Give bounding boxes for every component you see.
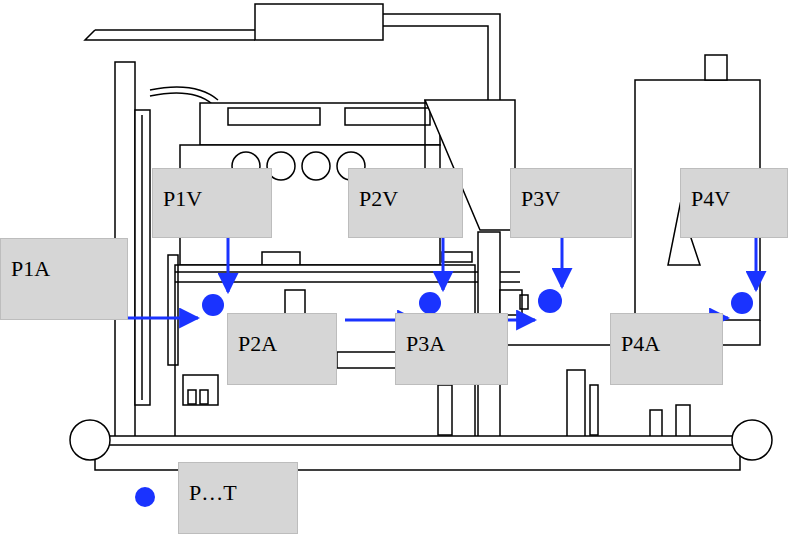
illustration-part [650, 410, 662, 437]
part-label: P4A [621, 332, 712, 356]
illustration-part [95, 30, 255, 40]
part-label: P2V [359, 187, 452, 211]
label-box: P2V [348, 168, 463, 238]
illustration-part [590, 385, 598, 435]
illustration-part [442, 252, 472, 262]
illustration-part [200, 103, 440, 145]
label-box: P4V [680, 168, 788, 238]
illustration-part [90, 436, 755, 445]
part-label: P3V [521, 187, 621, 211]
illustration-part [70, 420, 110, 460]
label-box: P4A [610, 313, 723, 385]
illustration-part [731, 292, 753, 314]
illustration-part [135, 110, 150, 405]
illustration-part [438, 385, 452, 435]
illustration-part [538, 289, 562, 313]
illustration-part [168, 255, 178, 365]
illustration-part [520, 295, 528, 309]
illustration-part [228, 108, 320, 125]
machine-outline [70, 4, 772, 470]
illustration-part [732, 420, 772, 460]
illustration-part [183, 375, 218, 405]
illustration-part [200, 390, 208, 404]
illustration-part [345, 108, 430, 125]
illustration-part [705, 55, 727, 80]
part-label: P…T [189, 481, 287, 505]
illustration-part [188, 390, 196, 404]
illustration-part [141, 115, 143, 400]
illustration-part [255, 4, 383, 40]
illustration-part [135, 487, 155, 507]
illustration-part [302, 152, 330, 180]
illustration-part [85, 30, 100, 40]
illustration-part [500, 290, 522, 315]
illustration-part [567, 370, 585, 437]
label-box: P1A [0, 238, 128, 320]
illustration-part [337, 352, 397, 368]
illustration-part [128, 317, 198, 320]
illustration-part [419, 292, 441, 314]
blue-pointer-arrows [128, 238, 756, 320]
illustration-part [227, 238, 230, 292]
illustration-part [383, 14, 500, 100]
illustration-part [755, 238, 758, 290]
illustration-part [561, 238, 564, 287]
part-label: P3A [406, 332, 497, 356]
part-label: P1V [163, 187, 261, 211]
illustration-part [676, 405, 690, 437]
label-box: P2A [227, 313, 337, 385]
illustration-part [442, 238, 445, 290]
label-box: P…T [178, 462, 298, 534]
part-label: P1A [11, 257, 117, 281]
part-label: P4V [691, 187, 777, 211]
label-box: P3V [510, 168, 632, 238]
label-box: P1V [152, 168, 272, 238]
illustration-part [202, 294, 224, 316]
part-label: P2A [238, 332, 326, 356]
label-box: P3A [395, 313, 508, 385]
